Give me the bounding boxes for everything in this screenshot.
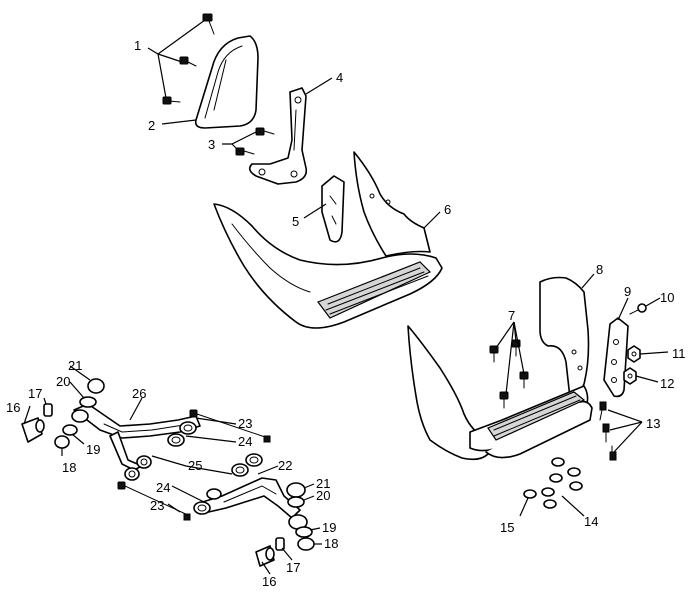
leader-lines <box>23 19 669 575</box>
washer-15 <box>523 489 537 499</box>
screw-7d <box>499 391 509 409</box>
stud-17-right <box>275 537 285 551</box>
bushing-upper-1 <box>167 433 185 447</box>
footwell-cover-lower <box>407 276 593 461</box>
bushing-lower-1 <box>231 463 249 477</box>
bolt-13b <box>602 423 610 443</box>
callout-24-upper: 24 <box>238 434 252 449</box>
sleeve-16-right <box>255 545 275 567</box>
callout-24-lower: 24 <box>156 480 170 495</box>
callout-18-left: 18 <box>62 460 76 475</box>
callout-14: 14 <box>584 514 598 529</box>
callout-12: 12 <box>660 376 674 391</box>
nut-12 <box>623 367 637 385</box>
boot-19-right <box>295 526 313 538</box>
ring-20-right <box>287 496 305 508</box>
bracket-plate <box>603 317 629 398</box>
small-panel <box>321 175 345 243</box>
callout-1: 1 <box>134 38 141 53</box>
callout-21-right: 21 <box>316 476 330 491</box>
screw-7a <box>489 345 499 363</box>
callout-17-left: 17 <box>28 386 42 401</box>
ball-joint-left <box>71 409 89 423</box>
bushing-mid-2 <box>124 467 140 481</box>
bushing-lower-2 <box>245 453 263 467</box>
screw-1c <box>162 96 181 105</box>
callout-19-left: 19 <box>86 442 100 457</box>
screw-1b <box>179 56 197 67</box>
callout-22: 22 <box>278 458 292 473</box>
callout-7: 7 <box>508 308 515 323</box>
callout-13: 13 <box>646 416 660 431</box>
callout-20-right: 20 <box>316 488 330 503</box>
callout-10: 10 <box>660 290 674 305</box>
callout-15: 15 <box>500 520 514 535</box>
footwell-cover-upper <box>213 151 443 329</box>
bolt-23a <box>189 409 271 443</box>
nut-18-right <box>297 537 315 551</box>
callout-labels: 1 2 3 4 5 6 7 8 9 10 11 12 13 14 15 16 1… <box>6 38 686 589</box>
stud-17-left <box>43 403 53 417</box>
callout-17-right: 17 <box>286 560 300 575</box>
cap-21-right <box>286 482 306 498</box>
callout-21-left: 21 <box>68 358 82 373</box>
lower-arm <box>195 477 301 519</box>
screw-7c <box>519 371 529 389</box>
callout-23-lower: 23 <box>150 498 164 513</box>
callout-3: 3 <box>208 137 215 152</box>
callout-16-left: 16 <box>6 400 20 415</box>
bolt-13a <box>599 401 607 421</box>
callout-16-right: 16 <box>262 574 276 589</box>
callout-5: 5 <box>292 214 299 229</box>
nut-cluster-14 <box>541 457 583 509</box>
bolt-13c <box>609 445 617 461</box>
callout-20-left: 20 <box>56 374 70 389</box>
bushing-mid-1 <box>136 455 152 469</box>
shield-panel <box>194 35 259 129</box>
callout-23-upper: 23 <box>238 416 252 431</box>
bracket <box>248 87 308 185</box>
nut-18-left <box>54 435 70 449</box>
callout-9: 9 <box>624 284 631 299</box>
callout-2: 2 <box>148 118 155 133</box>
callout-26: 26 <box>132 386 146 401</box>
bushing-lower-3 <box>193 501 211 515</box>
bushing-lower-4 <box>206 488 222 500</box>
ring-20-left <box>79 396 97 408</box>
screw-3a <box>255 127 275 136</box>
cap-21-left <box>87 378 105 394</box>
callout-18-right: 18 <box>324 536 338 551</box>
sleeve-16-left <box>21 417 45 443</box>
screw-1a <box>202 13 215 35</box>
callout-4: 4 <box>336 70 343 85</box>
callout-6: 6 <box>444 202 451 217</box>
screw-10 <box>629 303 647 315</box>
boot-19-left <box>62 424 78 436</box>
callout-8: 8 <box>596 262 603 277</box>
callout-25: 25 <box>188 458 202 473</box>
bushing-upper-2 <box>179 421 197 435</box>
nut-11 <box>627 345 641 363</box>
callout-19-right: 19 <box>322 520 336 535</box>
callout-11: 11 <box>672 346 686 361</box>
